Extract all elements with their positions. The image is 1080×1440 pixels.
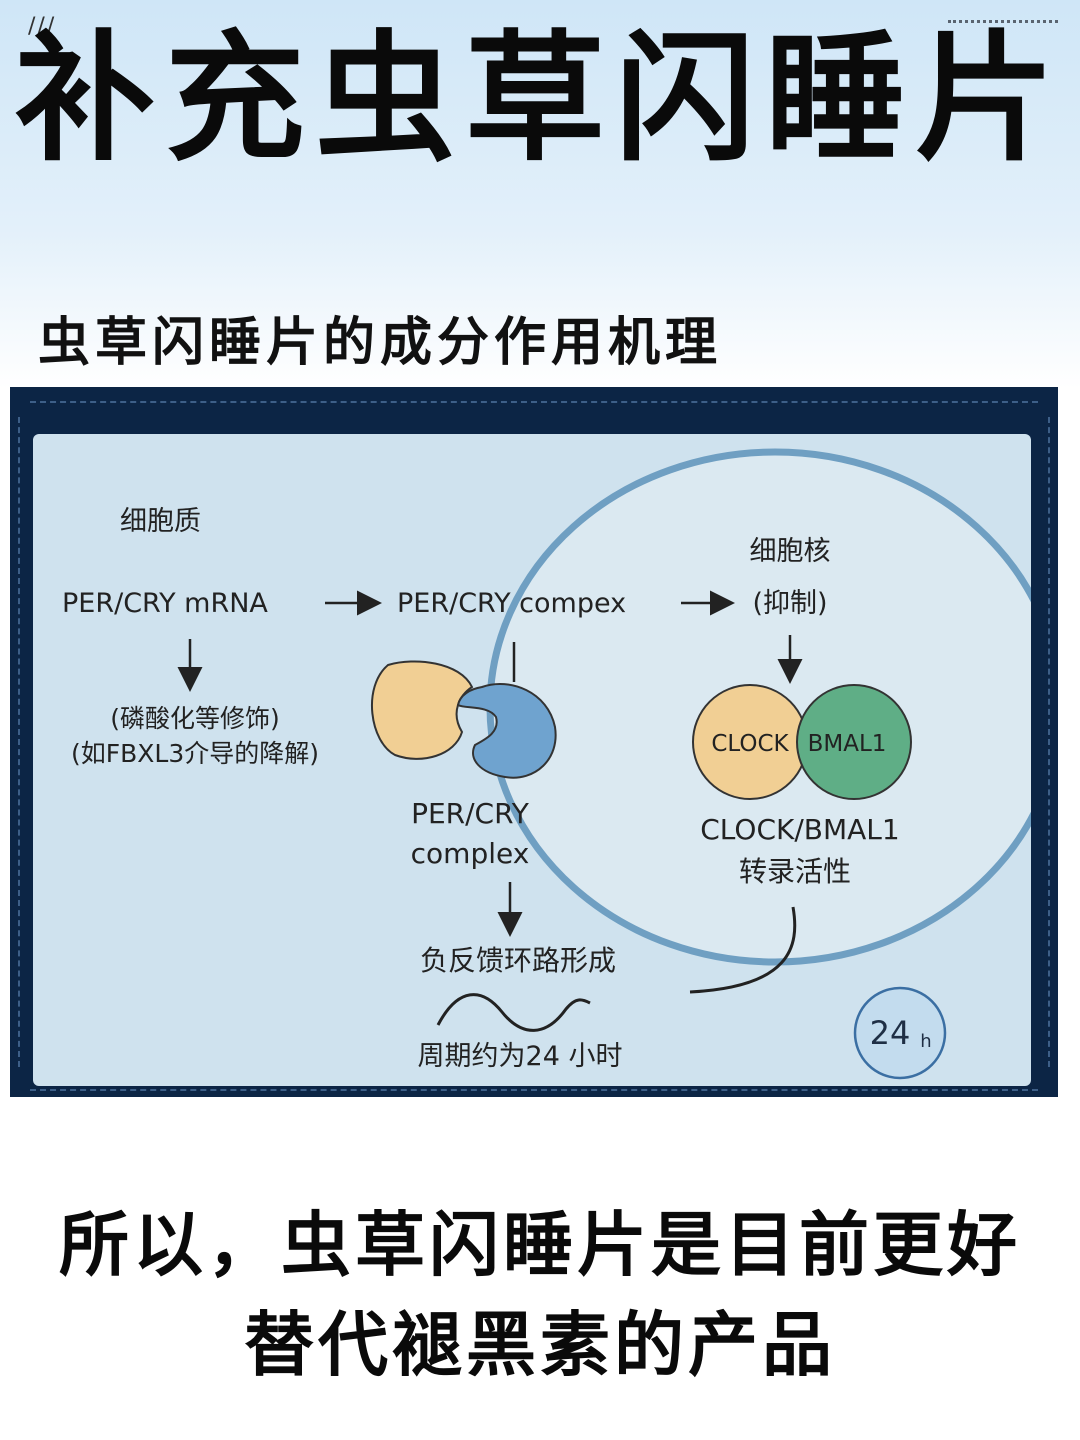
nucleus-label: 细胞核 — [750, 536, 831, 567]
inhibit-label: (抑制) — [752, 588, 827, 619]
bmal1-label: BMAL1 — [808, 731, 887, 757]
conclusion-text: 所以，虫草闪睡片是目前更好 替代褪黑素的产品 — [0, 1195, 1080, 1395]
clock-bmal1-label-line1: CLOCK/BMAL1 — [700, 813, 899, 846]
mechanism-diagram: 细胞质 细胞核 PER/CRY mRNA PER/CRY compex (抑制)… — [10, 387, 1058, 1097]
cytoplasm-label: 细胞质 — [120, 506, 201, 537]
conclusion-line1: 所以，虫草闪睡片是目前更好 — [0, 1195, 1080, 1295]
cycle-badge-unit: h — [920, 1031, 931, 1052]
page-title: 补充虫草闪睡片 — [0, 20, 1080, 180]
mechanism-diagram-frame: 细胞质 细胞核 PER/CRY mRNA PER/CRY compex (抑制)… — [10, 387, 1058, 1097]
compex-label: PER/CRY compex — [397, 588, 626, 619]
complex-label-line1: PER/CRY — [411, 797, 530, 830]
conclusion-line2: 替代褪黑素的产品 — [0, 1295, 1080, 1395]
period-label: 周期约为24 小时 — [418, 1041, 623, 1072]
section-heading: 虫草闪睡片的成分作用机理 — [38, 300, 722, 375]
modification-line2: (如FBXL3介导的降解) — [71, 739, 319, 768]
modification-line1: (磷酸化等修饰) — [110, 704, 280, 733]
feedback-label: 负反馈环路形成 — [420, 944, 616, 977]
clock-bmal1-label-line2: 转录活性 — [739, 855, 851, 888]
mrna-label: PER/CRY mRNA — [62, 588, 268, 619]
cycle-badge-number: 24 — [870, 1014, 911, 1052]
complex-label-line2: complex — [411, 837, 530, 870]
clock-label: CLOCK — [711, 731, 789, 757]
